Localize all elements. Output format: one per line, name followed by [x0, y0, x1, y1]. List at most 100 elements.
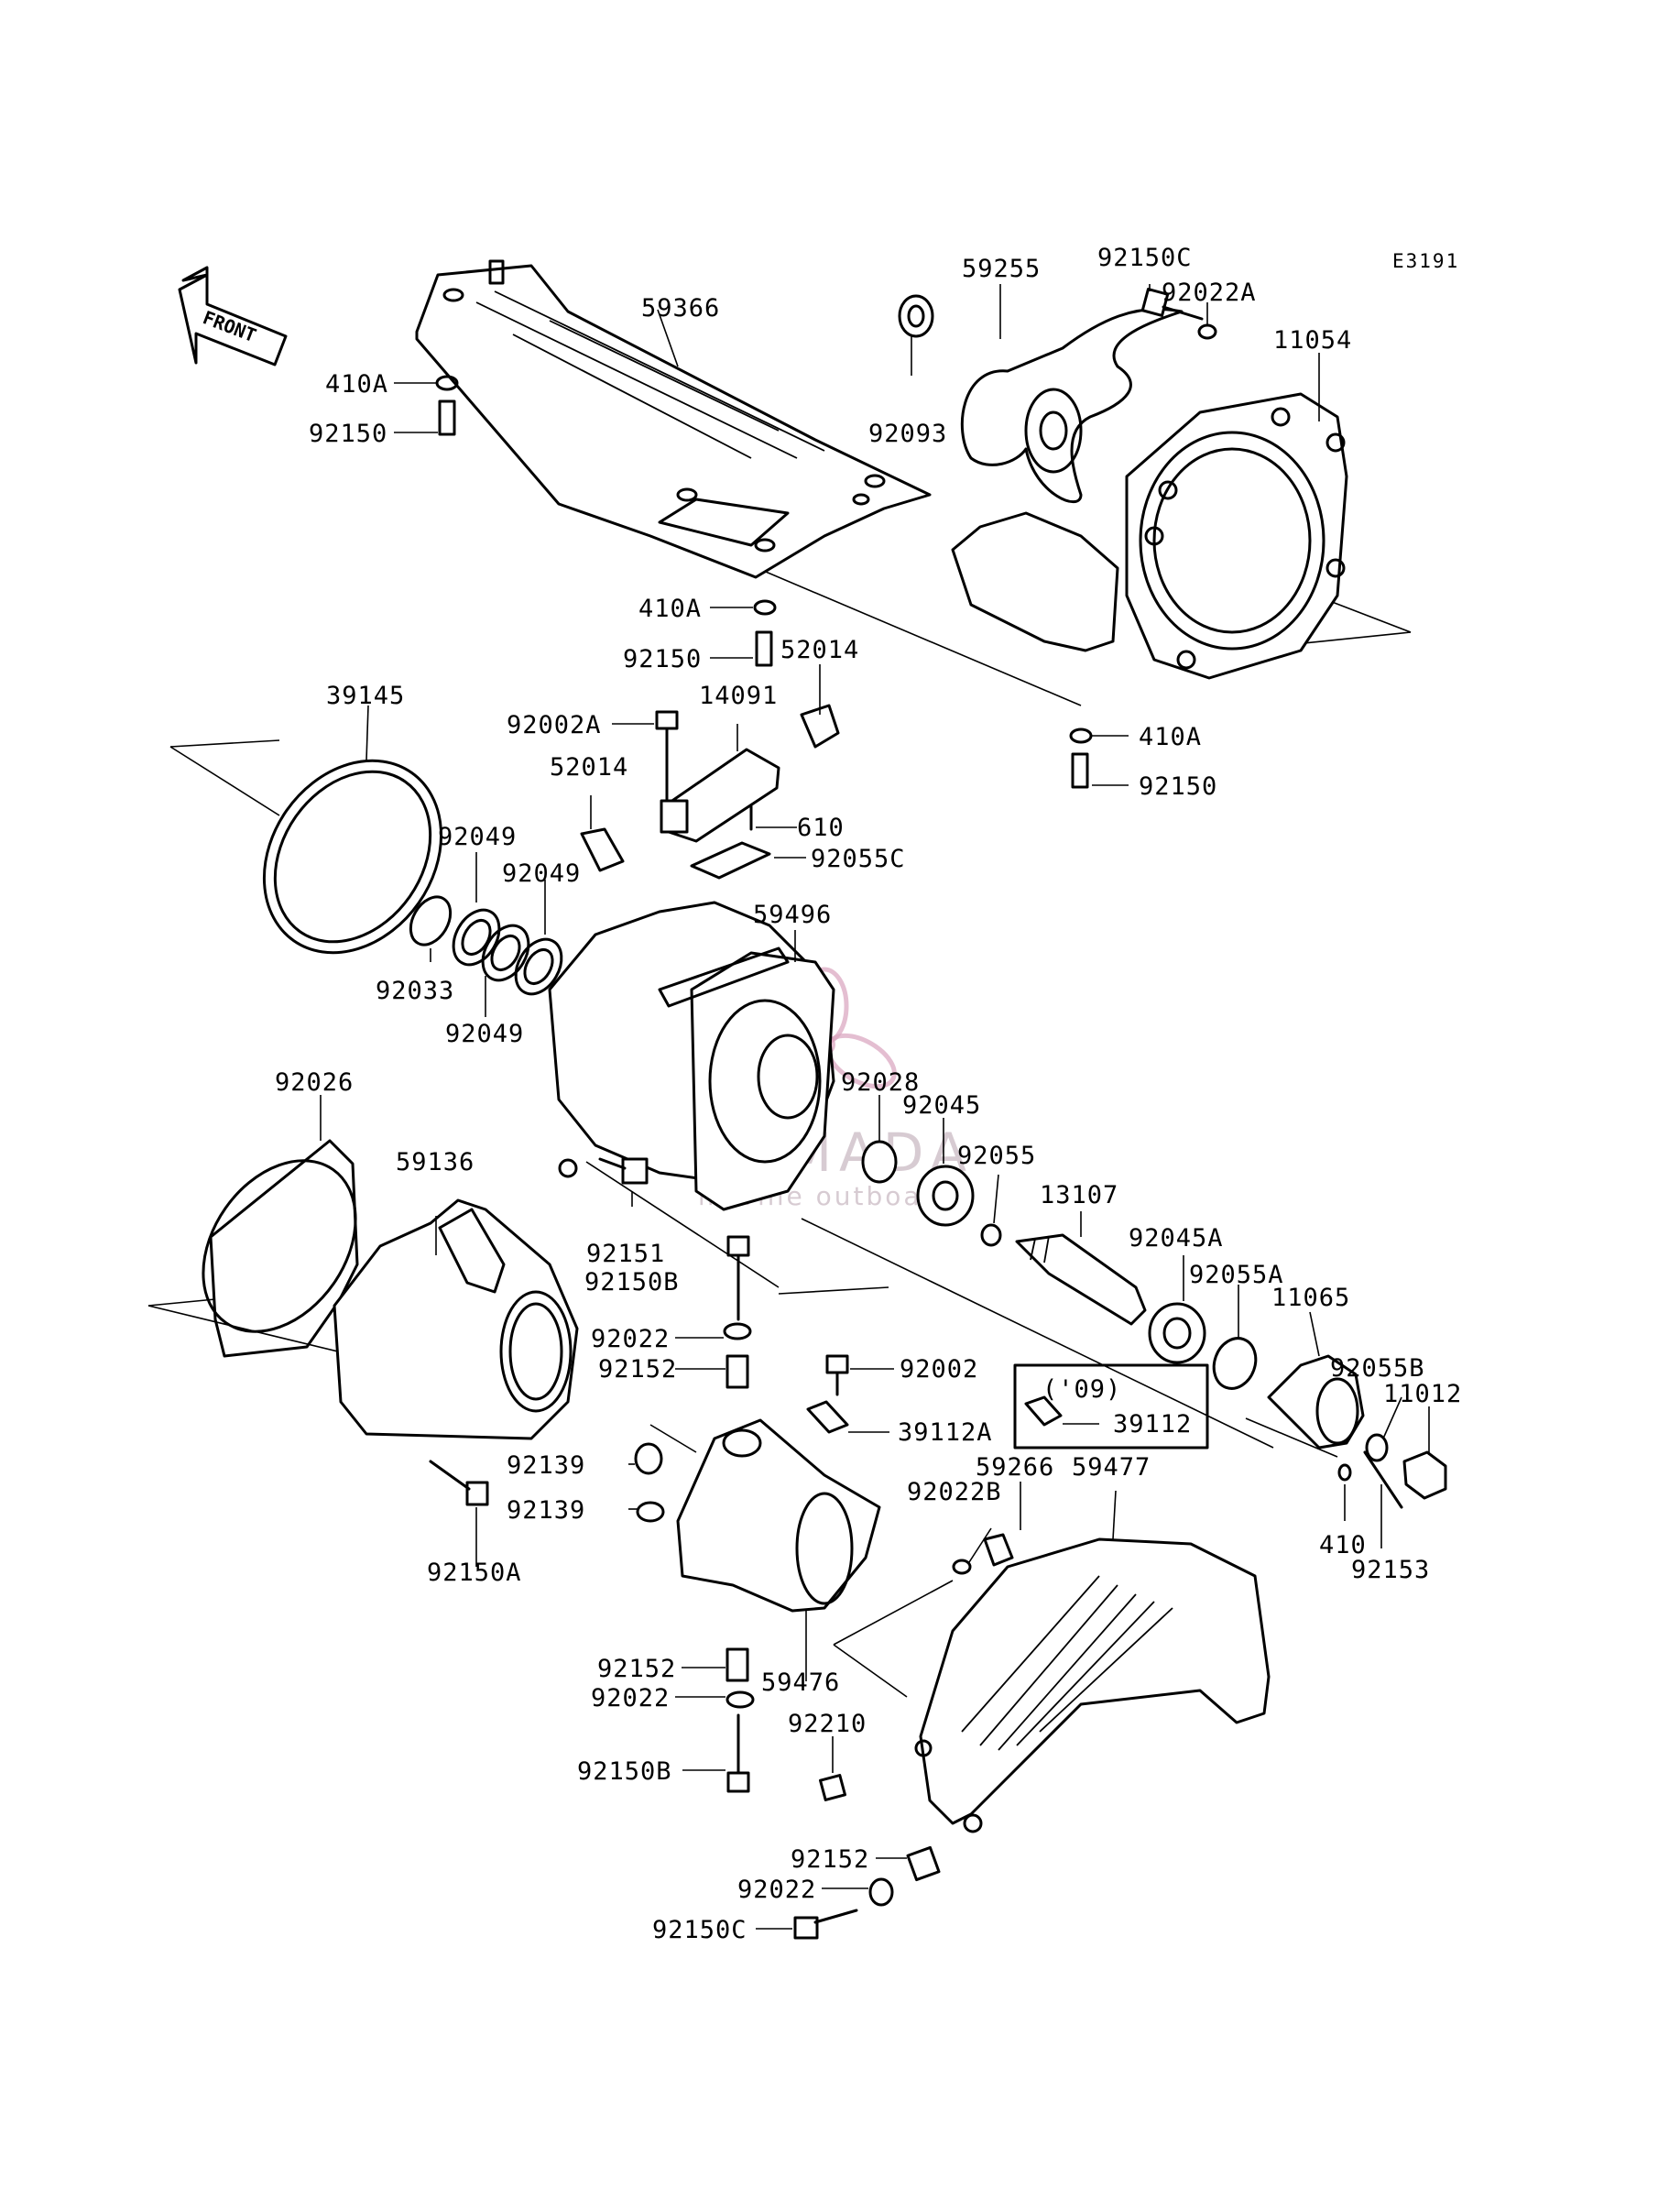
- label-92022A: 92022A: [1162, 279, 1257, 307]
- o-ring-92055B: [1365, 1433, 1389, 1462]
- label-52014-1: 52014: [780, 636, 859, 664]
- collar-92139-2: [636, 1501, 665, 1523]
- label-11012: 11012: [1383, 1380, 1462, 1408]
- reverse-bucket-59477: [914, 1537, 1271, 1833]
- fitting-14091: [660, 748, 780, 843]
- revision-box: [1013, 1363, 1209, 1450]
- label-92152-2: 92152: [597, 1655, 676, 1683]
- label-92055C: 92055C: [811, 845, 906, 873]
- label-92153: 92153: [1351, 1556, 1430, 1584]
- bolt-92150C-bottom: [793, 1909, 858, 1940]
- label-610: 610: [797, 814, 845, 842]
- label-52014-2: 52014: [550, 753, 628, 782]
- label-11065: 11065: [1271, 1284, 1350, 1312]
- label-92055B: 92055B: [1330, 1354, 1425, 1383]
- label-92210: 92210: [788, 1710, 867, 1738]
- label-14091: 14091: [699, 682, 778, 710]
- label-59266: 59266: [976, 1453, 1054, 1482]
- label-59366: 59366: [641, 294, 720, 323]
- label-92028: 92028: [841, 1068, 920, 1097]
- screw-92153: [1363, 1450, 1403, 1509]
- washer-410A-2: [753, 599, 777, 616]
- label-92033: 92033: [376, 977, 454, 1005]
- label-92150C-1: 92150C: [1097, 244, 1193, 272]
- label-59476: 59476: [761, 1668, 840, 1697]
- label-92022-1: 92022: [591, 1325, 670, 1353]
- bolt-92002A: [655, 710, 679, 801]
- collar-92152-2: [725, 1647, 749, 1682]
- label-92139-2: 92139: [507, 1496, 585, 1525]
- bolt-92150B-1: [726, 1235, 750, 1321]
- label-92150C-2: 92150C: [652, 1916, 747, 1944]
- washer-410: [1337, 1463, 1352, 1482]
- bracket-39112A: [806, 1400, 849, 1434]
- washer-410A-3: [1069, 728, 1093, 744]
- steering-nozzle-59476: [676, 1418, 881, 1613]
- bolt-92150B-2: [726, 1713, 750, 1793]
- cap-11012: [1402, 1450, 1447, 1500]
- cap-92093: [898, 294, 934, 338]
- label-39145: 39145: [326, 682, 405, 710]
- seal-92049-2: [481, 924, 530, 982]
- label-92022B: 92022B: [907, 1478, 1002, 1506]
- leader-lines: [320, 284, 1430, 1930]
- pump-case-59496: [548, 901, 835, 1211]
- label-92150-1: 92150: [309, 420, 387, 448]
- label-92049-2: 92049: [502, 859, 581, 888]
- o-ring-92055A: [1212, 1337, 1258, 1390]
- label-92150B-2: 92150B: [577, 1757, 672, 1786]
- bearing-92045A: [1148, 1302, 1206, 1364]
- label-92152-3: 92152: [791, 1845, 869, 1874]
- label-92151: 92151: [586, 1240, 665, 1268]
- collar-92028: [861, 1140, 898, 1184]
- front-arrow: FRONT: [178, 266, 288, 366]
- washer-92022-2: [725, 1690, 755, 1709]
- label-59496: 59496: [753, 901, 832, 929]
- label-13107: 13107: [1040, 1181, 1118, 1209]
- label-92150-2: 92150: [623, 645, 702, 673]
- ride-plate-59366: [415, 259, 932, 579]
- cap-11065: [1267, 1354, 1365, 1450]
- pump-cover-11054: [951, 392, 1348, 680]
- label-92022-3: 92022: [737, 1876, 816, 1904]
- bearing-92045: [916, 1165, 975, 1227]
- label-410A-2: 410A: [638, 595, 702, 623]
- diagram-code: E3191: [1392, 250, 1459, 272]
- label-59255: 59255: [962, 255, 1041, 283]
- label-92049-1: 92049: [438, 823, 517, 851]
- shaft-13107: [1015, 1233, 1147, 1326]
- label-39112: 39112: [1113, 1410, 1192, 1439]
- label-92150A: 92150A: [427, 1559, 522, 1587]
- bolt-92150-3: [1071, 752, 1089, 789]
- label-92152-1: 92152: [598, 1355, 677, 1384]
- ring-39145: [262, 759, 443, 955]
- bolt-92002: [825, 1354, 849, 1396]
- label-92049-3: 92049: [445, 1020, 524, 1048]
- label-92002A: 92002A: [507, 711, 602, 739]
- label-92022-2: 92022: [591, 1684, 670, 1712]
- label-92093: 92093: [868, 420, 947, 448]
- gasket-92055C: [690, 841, 771, 880]
- label-92045A: 92045A: [1129, 1224, 1224, 1253]
- label-92002: 92002: [900, 1355, 978, 1384]
- washer-92022-1: [723, 1322, 752, 1340]
- bracket-39112: [1024, 1395, 1063, 1427]
- label-92150B-1: 92150B: [584, 1268, 680, 1296]
- o-ring-92055: [980, 1223, 1002, 1247]
- collar-92152-1: [725, 1354, 749, 1389]
- label-39112A: 39112A: [898, 1418, 993, 1447]
- nipple-52014-2: [580, 827, 625, 872]
- nozzle-59136: [333, 1198, 579, 1440]
- seal-92049-3: [514, 937, 563, 996]
- bolt-92150C-top: [1140, 288, 1204, 321]
- ring-92033: [409, 895, 453, 946]
- seal-92049-1: [452, 908, 501, 967]
- collar-92139-1: [634, 1442, 663, 1475]
- part-labels: 59366 410A 92150 59255 92150C 92022A 110…: [275, 244, 1462, 1944]
- washer-92022A: [1197, 323, 1217, 340]
- label-92150-3: 92150: [1139, 772, 1217, 801]
- label-92055: 92055: [957, 1142, 1036, 1170]
- label-59136: 59136: [396, 1148, 475, 1176]
- label-92026: 92026: [275, 1068, 354, 1097]
